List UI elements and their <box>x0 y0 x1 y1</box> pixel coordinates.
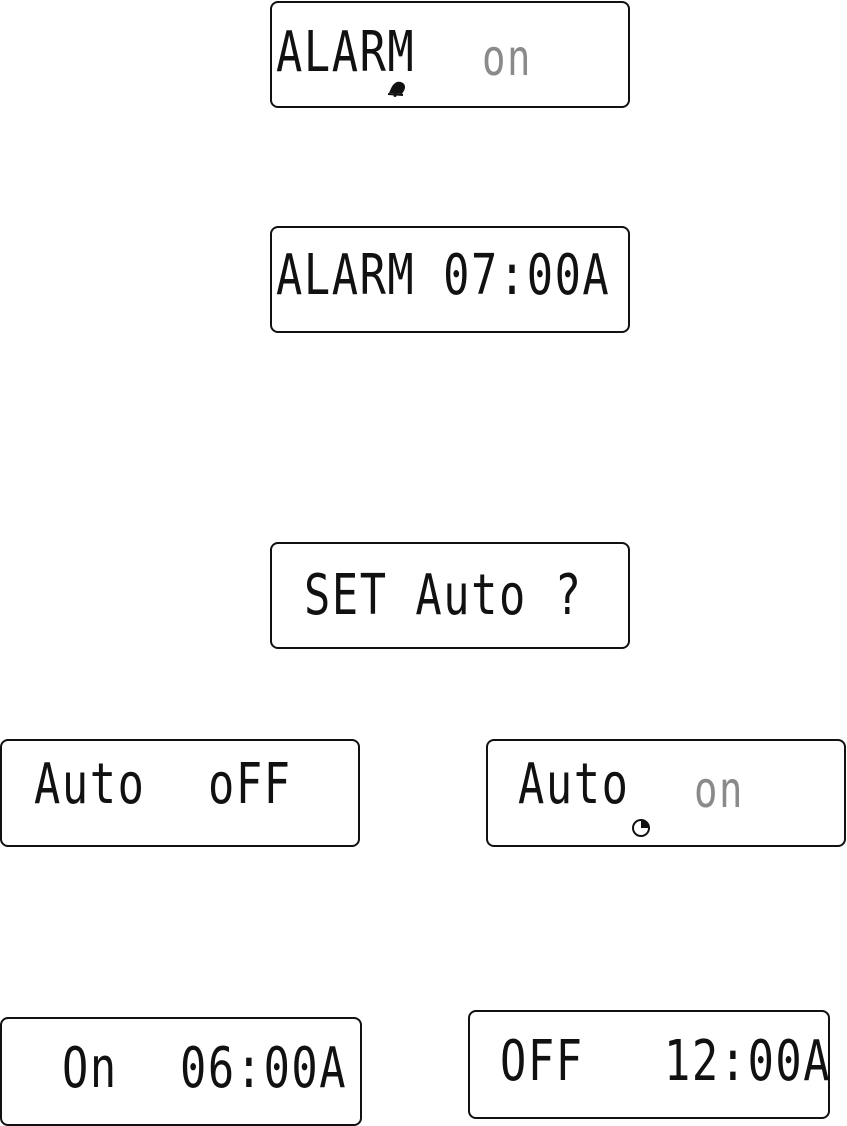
set-auto-text: SET Auto ? <box>304 568 583 624</box>
alarm-label: ALARM <box>276 25 415 81</box>
lcd-display-alarm-time: ALARM 07:00A <box>270 226 630 333</box>
auto-state: oFF <box>208 757 292 813</box>
lcd-display-alarm-on: ALARM on <box>270 1 630 108</box>
lcd-display-set-auto: SET Auto ? <box>270 542 630 649</box>
alarm-state: on <box>482 33 532 83</box>
lcd-display-on-time: On 06:00A <box>0 1017 362 1126</box>
on-time: 06:00A <box>180 1041 347 1097</box>
off-time: 12:00A <box>664 1034 831 1090</box>
auto-label: Auto <box>518 757 629 813</box>
on-label: On <box>62 1041 118 1097</box>
lcd-display-off-time: OFF 12:00A <box>468 1010 830 1119</box>
auto-state: on <box>694 765 744 815</box>
lcd-display-auto-on: Auto on <box>486 739 846 847</box>
clock-icon <box>631 818 651 838</box>
off-label: OFF <box>500 1034 584 1090</box>
auto-label: Auto <box>34 757 145 813</box>
lcd-display-auto-off: Auto oFF <box>0 739 360 847</box>
bell-icon <box>386 79 408 97</box>
alarm-time-text: ALARM 07:00A <box>276 248 610 304</box>
